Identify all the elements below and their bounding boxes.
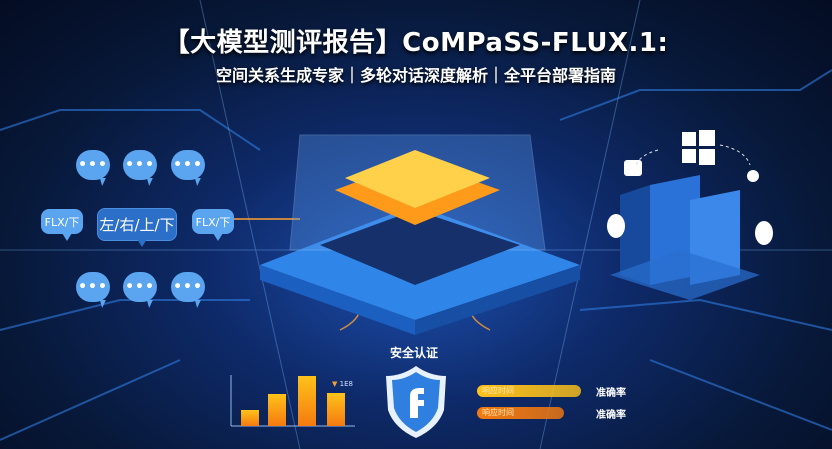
chat-bubble-flx-right: FLX/下 — [192, 209, 234, 241]
windows-icon — [682, 130, 715, 165]
linux-icon — [755, 221, 773, 245]
chat-bubble-direction: 左/右/上/下 — [97, 208, 177, 247]
marker-text: 1E8 — [339, 380, 353, 388]
chip-platform — [260, 134, 580, 335]
chat-bubble-flx-left: FLX/下 — [41, 209, 83, 241]
os-icons — [607, 130, 773, 245]
metric-bar: 响应时间 — [477, 385, 581, 397]
chart-bar — [268, 394, 286, 426]
chart-bar — [241, 410, 259, 426]
chat-bubble: ••• — [76, 150, 110, 180]
chart-marker-label: ▼ 1E8 — [332, 380, 353, 388]
chat-bubble: ••• — [123, 150, 157, 180]
chart-bar — [298, 376, 316, 426]
marker-icon: ▼ — [332, 380, 338, 388]
accuracy-label: 准确率 — [596, 388, 626, 399]
page-title: 【大模型测评报告】CoMPaSS-FLUX.1: — [163, 28, 669, 58]
chat-bubble: ••• — [123, 272, 157, 302]
apple-icon — [747, 170, 759, 182]
chart-bar — [327, 393, 345, 426]
security-label: 安全认证 — [390, 346, 439, 360]
chart-axes — [230, 375, 355, 427]
shield-icon — [386, 366, 446, 438]
chat-bubble: ••• — [171, 150, 205, 180]
chat-bubble: ••• — [171, 272, 205, 302]
server-rack — [610, 175, 760, 300]
accuracy-label: 准确率 — [596, 410, 626, 421]
metric-bar: 响应时间 — [477, 407, 564, 419]
finder-icon — [624, 160, 642, 176]
chat-bubble: ••• — [76, 272, 110, 302]
page-subtitle: 空间关系生成专家｜多轮对话深度解析｜全平台部署指南 — [215, 66, 616, 85]
linux-icon — [607, 214, 625, 238]
